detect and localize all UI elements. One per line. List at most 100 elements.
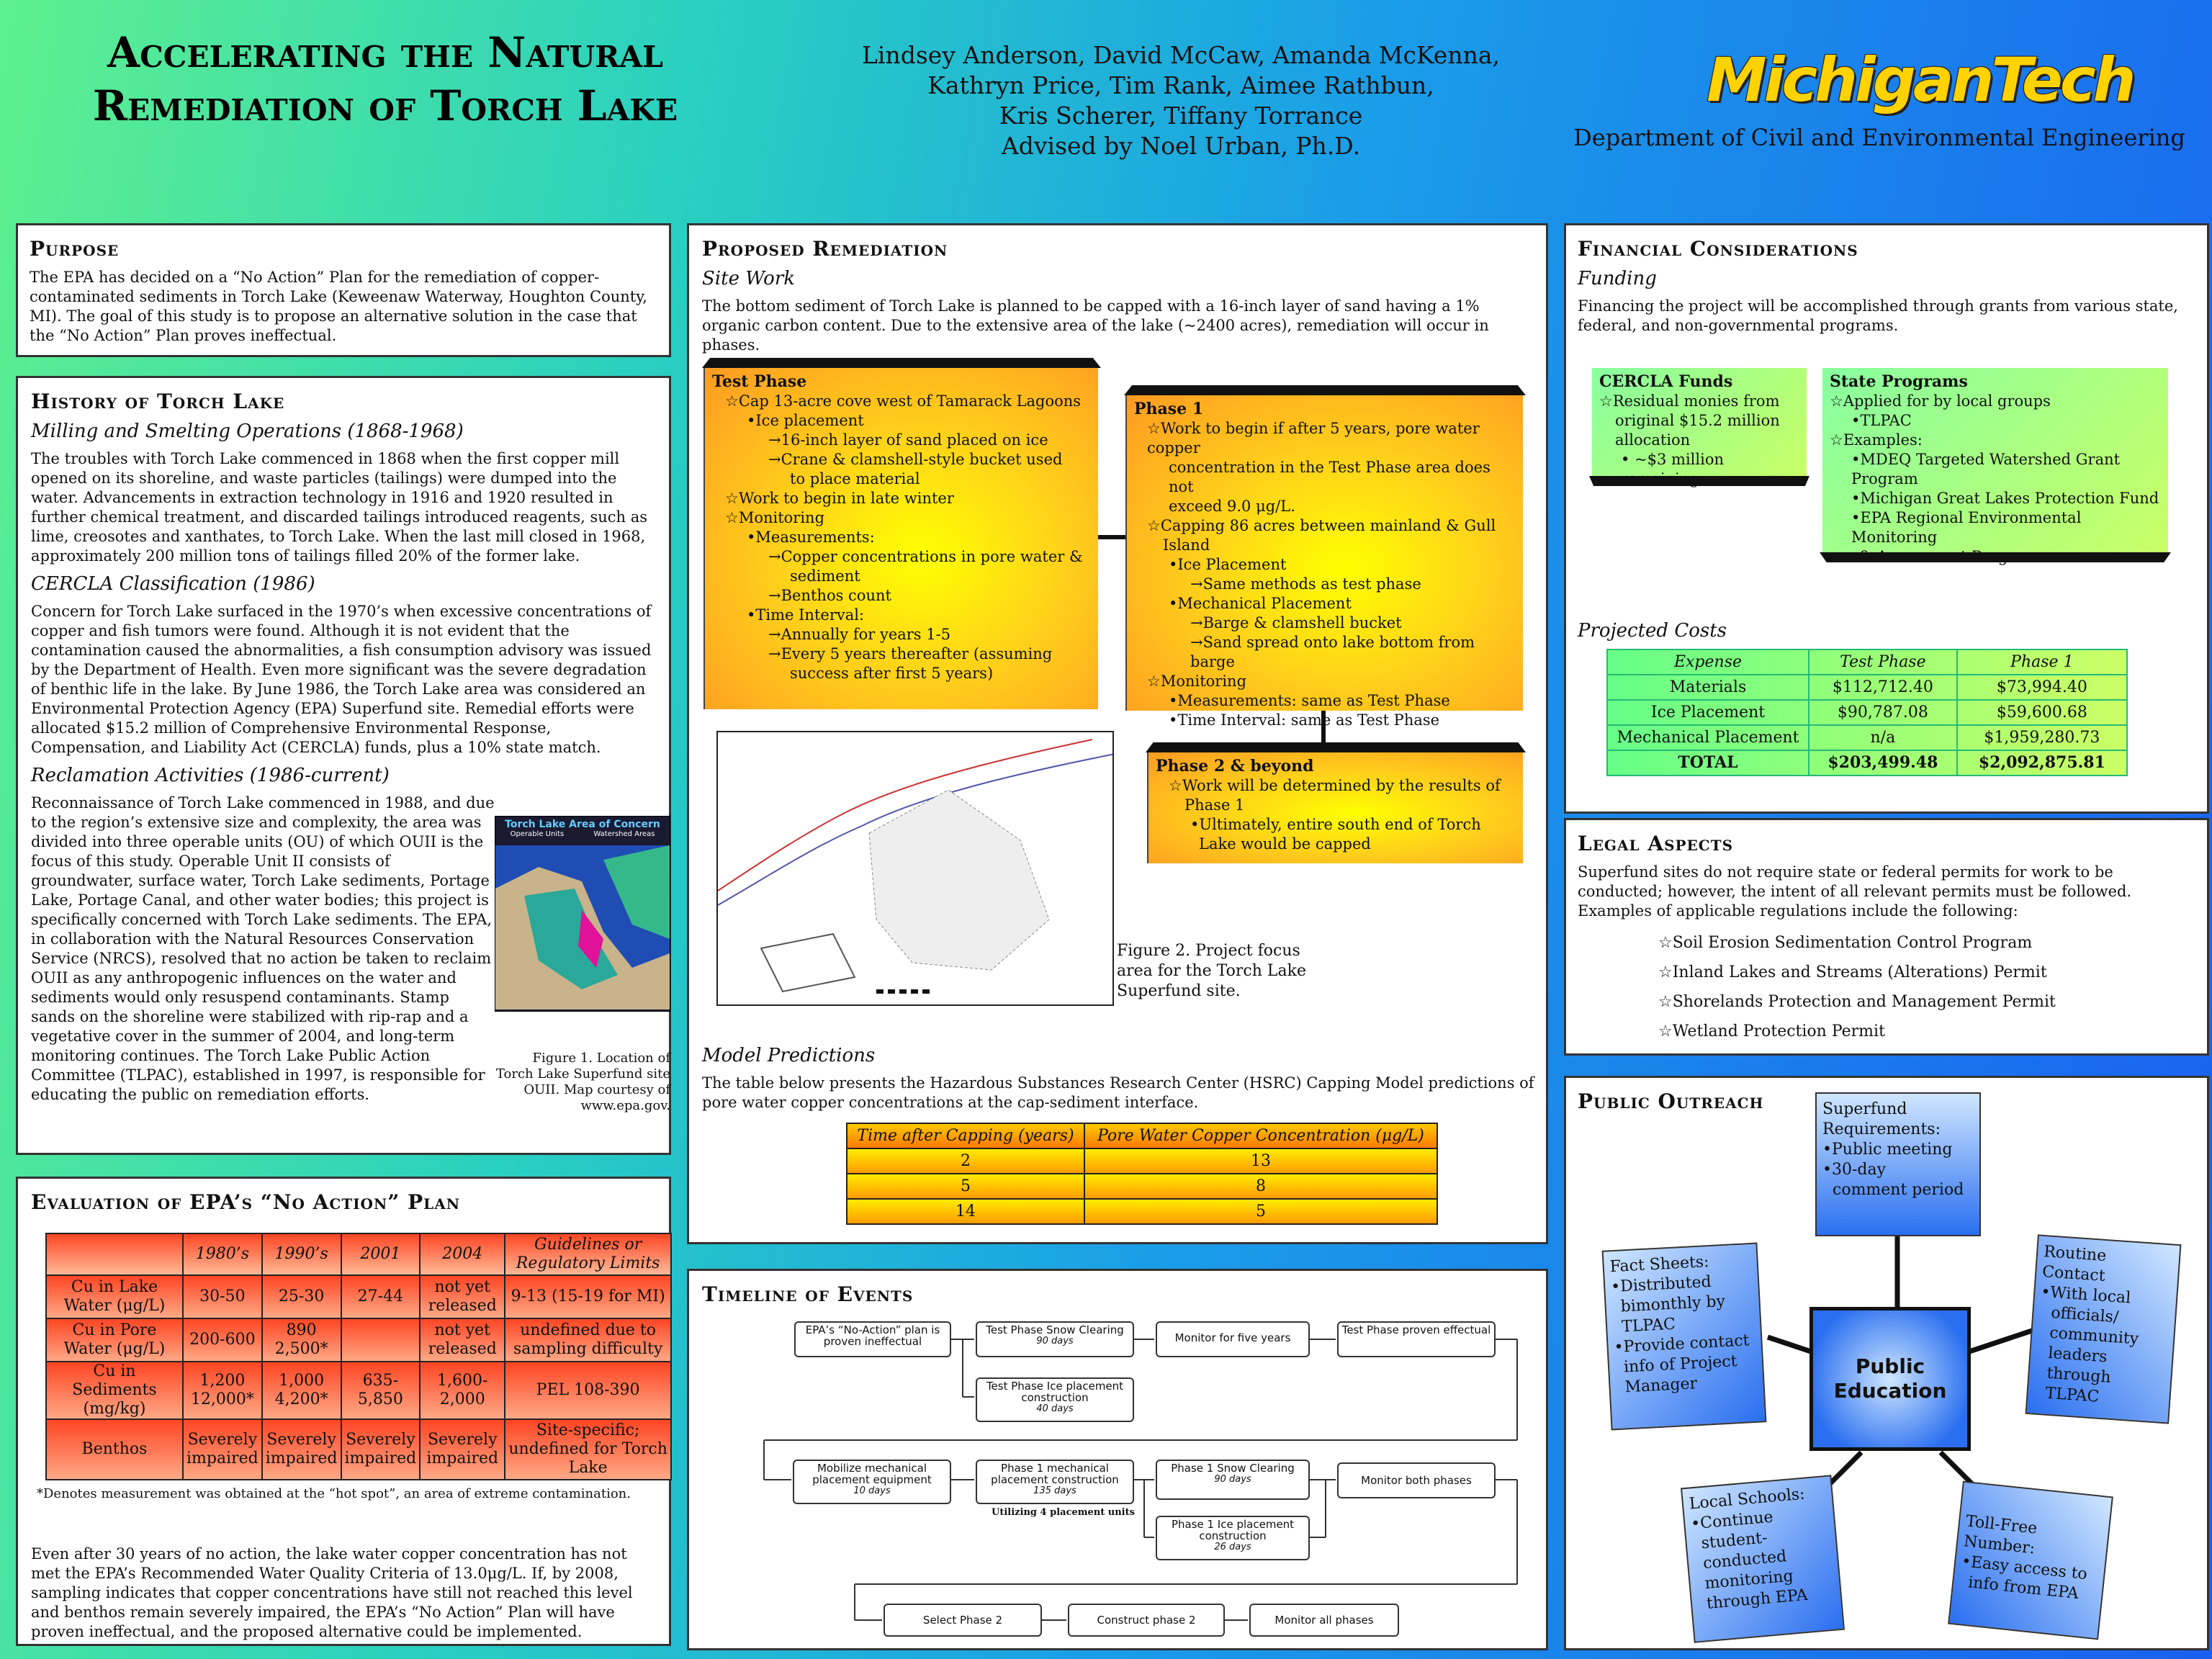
test-phase-line: →Copper concentrations in pore water & <box>768 548 1083 565</box>
phase-1-line: →Sand spread onto lake bottom from barge <box>1190 634 1475 670</box>
timeline-step-duration: 135 days <box>1033 1485 1076 1496</box>
cercla-line: allocation <box>1615 431 1691 449</box>
projected-costs-table: Expense Test Phase Phase 1 Materials$112… <box>1606 649 2128 776</box>
authors: Lindsey Anderson, David McCaw, Amanda Mc… <box>821 40 1541 161</box>
state-programs-line: ☆Examples: <box>1830 431 1923 449</box>
table-cell: $90,787.08 <box>1808 699 1958 726</box>
legal-item: ☆Wetland Protection Permit <box>1658 1022 1885 1040</box>
timeline-step: EPA’s “No-Action” plan is proven ineffec… <box>794 1321 951 1357</box>
timeline-step: Monitor all phases <box>1249 1604 1399 1637</box>
history-subheading: CERCLA Classification (1986) <box>31 573 315 595</box>
test-phase-line: •Ice placement <box>747 412 864 429</box>
evaluation-table: 1980’s 1990’s 2001 2004 Guidelines or Re… <box>45 1233 672 1480</box>
timeline-step: Construct phase 2 <box>1068 1604 1225 1637</box>
purpose-heading: Purpose <box>30 237 120 261</box>
department: Department of Civil and Environmental En… <box>1573 124 2185 151</box>
table-header: Guidelines or Regulatory Limits <box>504 1233 672 1276</box>
project-area-map <box>716 731 1114 1006</box>
outreach-superfund-box: Superfund Requirements: •Public meeting … <box>1815 1092 1981 1236</box>
table-row: Ice Placement$90,787.08$59,600.68 <box>1606 699 2128 726</box>
public-education-label: Public Education <box>1833 1354 1947 1403</box>
author-line: Lindsey Anderson, David McCaw, Amanda Mc… <box>861 41 1501 69</box>
financial-subheading: Funding <box>1578 268 1657 289</box>
table-cell: 5 <box>846 1173 1085 1200</box>
author-line: Kathryn Price, Tim Rank, Aimee Rathbun, <box>927 71 1434 99</box>
table-header: Time after Capping (years) <box>846 1123 1085 1149</box>
table-cell: Materials <box>1606 674 1809 701</box>
phase-1-line: ☆Work to begin if after 5 years, pore wa… <box>1147 420 1480 457</box>
table-cell: Benthos <box>45 1419 184 1480</box>
table-cell: 14 <box>846 1198 1085 1225</box>
timeline-step-label: Monitor all phases <box>1274 1614 1374 1627</box>
timeline-connectors <box>763 1339 1518 1621</box>
connector-line <box>1098 535 1127 539</box>
table-cell: $73,994.40 <box>1956 674 2128 701</box>
table-header: 2004 <box>419 1233 506 1276</box>
table-row: TOTAL$203,499.48$2,092,875.81 <box>1606 750 2128 776</box>
phase-1-line: →Barge & clamshell bucket <box>1190 614 1402 631</box>
timeline-step: Phase 1 mechanical placement constructio… <box>976 1460 1134 1504</box>
test-phase-title: Test Phase <box>712 372 807 391</box>
timeline-step-label: Phase 1 mechanical placement constructio… <box>991 1462 1119 1486</box>
table-cell: 13 <box>1084 1148 1438 1174</box>
timeline-step-label: Test Phase proven effectual <box>1341 1323 1491 1336</box>
outreach-local-schools-box: Local Schools: •Continue student- conduc… <box>1680 1475 1845 1643</box>
test-phase-line: ☆Monitoring <box>725 509 825 526</box>
table-footnote: *Denotes measurement was obtained at the… <box>37 1486 631 1501</box>
state-programs-line: Program <box>1851 470 1918 487</box>
outreach-line: Superfund <box>1822 1100 1907 1118</box>
state-programs-line: & Assessment Program <box>1858 548 2038 565</box>
test-phase-line: →Crane & clamshell-style bucket used <box>768 451 1063 468</box>
table-header: 2001 <box>340 1233 421 1276</box>
table-cell: not yet released <box>419 1274 506 1319</box>
table-cell: $203,499.48 <box>1808 750 1958 776</box>
table-row: Materials$112,712.40$73,994.40 <box>1606 674 2128 701</box>
phase-1-title: Phase 1 <box>1134 400 1204 418</box>
table-cell: Cu in Pore Water (μg/L) <box>45 1318 184 1362</box>
state-programs-line: •MDEQ Targeted Watershed Grant <box>1851 451 2121 468</box>
timeline-step-label: Phase 1 Ice placement construction <box>1171 1518 1295 1542</box>
test-phase-line: →Benthos count <box>768 587 891 604</box>
table-cell: 27-44 <box>340 1274 421 1319</box>
legal-item: ☆Soil Erosion Sedimentation Control Prog… <box>1658 934 2033 952</box>
state-programs-title: State Programs <box>1830 372 1968 391</box>
state-programs-line: ☆Applied for by local groups <box>1830 392 2051 410</box>
table-cell: Severely impaired <box>340 1419 421 1480</box>
test-phase-line: ☆Work to begin in late winter <box>725 490 954 507</box>
table-cell: 1,600-2,000 <box>419 1361 506 1420</box>
history-text: Concern for Torch Lake surfaced in the 1… <box>31 603 652 756</box>
map-image <box>495 845 670 1010</box>
timeline-step-duration: 90 days <box>1036 1336 1074 1346</box>
cercla-funds-box: CERCLA Funds ☆Residual monies from origi… <box>1592 368 1807 487</box>
timeline-step: Test Phase proven effectual <box>1337 1321 1496 1357</box>
timeline-step-label: Monitor for five years <box>1174 1331 1291 1344</box>
timeline-note: Utilizing 4 placement units <box>992 1507 1135 1518</box>
table-cell: $112,712.40 <box>1808 674 1958 701</box>
legal-panel: Legal Aspects Superfund sites do not req… <box>1564 818 2209 1056</box>
table-cell: n/a <box>1808 724 1958 751</box>
torch-lake-map: Torch Lake Area of Concern Operable Unit… <box>495 816 670 1012</box>
table-header: 1980’s <box>182 1233 263 1276</box>
remediation-subheading: Model Predictions <box>702 1045 876 1066</box>
cercla-line: ☆Residual monies from <box>1599 392 1780 410</box>
table-header <box>45 1233 184 1276</box>
test-phase-line: →Every 5 years thereafter (assuming <box>768 645 1053 662</box>
timeline-step-label: Test Phase Ice placement construction <box>986 1380 1124 1404</box>
phase-1-line: concentration in the Test Phase area doe… <box>1169 459 1491 495</box>
map-title: Torch Lake Area of Concern <box>505 819 660 830</box>
map-legend-label: Watershed Areas <box>593 830 655 838</box>
outreach-panel: Public Outreach Superfund Requirements: … <box>1564 1076 2209 1650</box>
phase-1-line: exceed 9.0 μg/L. <box>1169 498 1295 515</box>
remediation-heading: Proposed Remediation <box>702 237 948 261</box>
cercla-line: • ~$3 million remaining <box>1621 451 1725 487</box>
phase-1-line: Island <box>1163 536 1210 554</box>
table-cell: PEL 108-390 <box>504 1361 672 1420</box>
phase-1-box: Phase 1 ☆Work to begin if after 5 years,… <box>1125 395 1523 729</box>
test-phase-line: →16-inch layer of sand placed on ice <box>768 431 1048 449</box>
timeline-step-label: Mobilize mechanical placement equipment <box>812 1462 932 1486</box>
phase-2-title: Phase 2 & beyond <box>1156 757 1314 775</box>
